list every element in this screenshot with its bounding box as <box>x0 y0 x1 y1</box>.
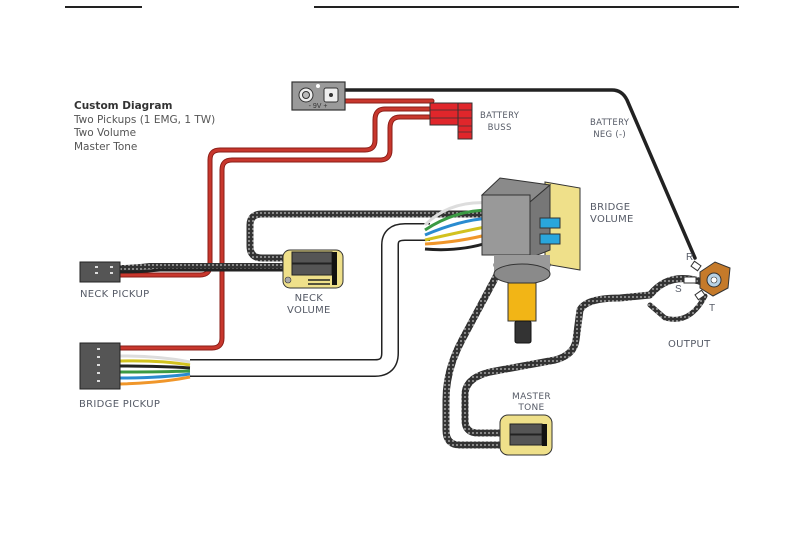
neck-pickup-wire-2 <box>118 268 287 274</box>
caption-title: Custom Diagram <box>74 100 173 112</box>
output-to-tone-wire <box>461 275 709 437</box>
caption-line: Master Tone <box>74 140 138 153</box>
header-rule-right <box>314 6 739 8</box>
battery-neg-wire <box>343 88 697 260</box>
battery-9v <box>291 81 346 111</box>
neck-pickup-connector <box>79 261 121 283</box>
neck-volume-board <box>282 249 344 289</box>
master-tone-board <box>499 414 553 456</box>
bridge-volume-label: BRIDGE VOLUME <box>590 202 634 225</box>
neck-pickup-wire <box>117 263 288 271</box>
bridge-pickup-label: BRIDGE PICKUP <box>79 399 161 410</box>
neck-volume-label: NECK VOLUME <box>287 293 331 316</box>
bridge-volume-pot <box>480 177 581 344</box>
black-wires <box>117 88 709 449</box>
battery-neg-label: BATTERY NEG (-) <box>590 118 630 140</box>
bridge-pickup-fan-wires <box>119 354 191 386</box>
battery-label: - 9V + <box>309 103 328 110</box>
output-sleeve-label: S <box>675 284 682 295</box>
battery-buss-connector <box>429 102 473 140</box>
battery-buss-label: BATTERY BUSS <box>480 111 520 133</box>
header-rule-left <box>65 6 142 8</box>
bridge-vol-to-tone-wire <box>442 228 524 449</box>
caption-line: Two Pickups (1 EMG, 1 TW) <box>74 113 216 126</box>
white-cable <box>190 223 430 377</box>
diagram-caption: Custom Diagram Two Pickups (1 EMG, 1 TW)… <box>74 100 215 154</box>
output-tip-wire <box>647 293 708 322</box>
bridge-pickup-connector <box>79 342 121 390</box>
output-ring-label: R <box>686 252 693 263</box>
neck-volume-to-bridge-wire <box>246 210 504 262</box>
bridge-volume-fan-wires <box>423 201 491 252</box>
red-wires <box>117 98 435 351</box>
output-label: OUTPUT <box>668 339 711 350</box>
output-jack <box>683 260 731 301</box>
caption-line: Two Volume <box>74 127 137 139</box>
master-tone-label: MASTER TONE <box>512 392 551 413</box>
neck-pickup-label: NECK PICKUP <box>80 289 150 300</box>
output-tip-label: T <box>709 303 715 314</box>
